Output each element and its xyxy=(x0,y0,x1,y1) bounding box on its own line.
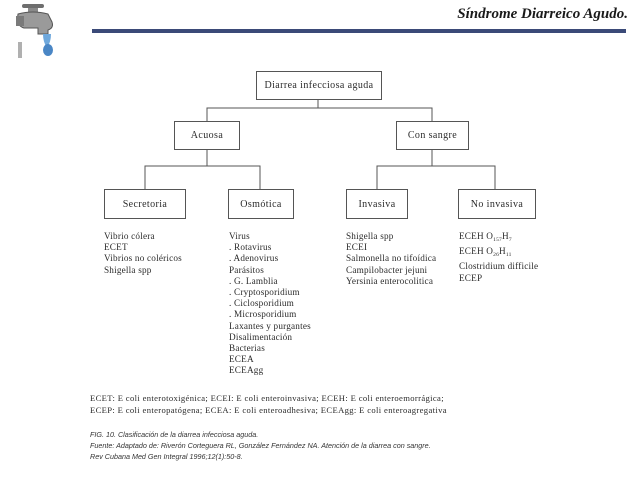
dripping-faucet-icon xyxy=(8,2,68,60)
invasiva-node: Invasiva xyxy=(346,189,408,219)
subscript: 11 xyxy=(505,252,512,259)
invasiva-list: Shigella spp ECEI Salmonella no tifoídic… xyxy=(346,231,436,287)
list-item: Vibrio cólera xyxy=(104,231,155,241)
no-invasiva-list: ECEH O157H7 ECEH O26H11 Clostridium diff… xyxy=(459,231,538,284)
list-item: Bacterias xyxy=(229,343,265,354)
figure-source: Fuente: Adaptado de: Riverón Corteguera … xyxy=(90,441,431,450)
subscript: 26 xyxy=(493,252,500,259)
list-item: . Microsporidium xyxy=(229,309,297,320)
acuosa-node: Acuosa xyxy=(174,121,240,150)
slide-title: Síndrome Diarreico Agudo. xyxy=(457,6,628,22)
list-item: Laxantes y purgantes xyxy=(229,320,311,331)
con-sangre-node: Con sangre xyxy=(396,121,469,150)
list-item-text: ECEH O xyxy=(459,231,494,241)
list-item: . Cryptosporidium xyxy=(229,287,300,298)
list-item: Shigella spp xyxy=(104,264,152,275)
abbreviations-line-2: ECEP: E coli enteropatógena; ECEA: E col… xyxy=(90,405,447,415)
list-item: ECEP xyxy=(459,272,483,283)
subscript: 7 xyxy=(508,237,512,243)
list-item: Parásitos xyxy=(229,264,264,275)
osmotica-node: Osmótica xyxy=(228,189,294,219)
abbreviations-line-1: ECET: E coli enterotoxigénica; ECEI: E c… xyxy=(90,393,444,403)
list-item: . Rotavirus xyxy=(229,242,272,253)
secretoria-list: Vibrio cólera ECET Vibrios no coléricos … xyxy=(104,231,182,276)
list-item: Campilobacter jejuni xyxy=(346,264,428,275)
list-item-text: H xyxy=(499,246,506,257)
list-item: Shigella spp xyxy=(346,231,394,241)
subscript: 157 xyxy=(493,237,502,243)
figure-reference: Rev Cubana Med Gen Integral 1996;12(1):5… xyxy=(90,452,243,461)
list-item: ECEH O157H7 xyxy=(459,231,538,246)
list-item: Clostridium difficile xyxy=(459,261,539,272)
secretoria-node: Secretoria xyxy=(104,189,186,219)
no-invasiva-node: No invasiva xyxy=(458,189,536,219)
list-item: ECET xyxy=(104,242,128,253)
root-node: Diarrea infecciosa aguda xyxy=(256,71,382,100)
figure-caption: FIG. 10. Clasificación de la diarrea inf… xyxy=(90,430,259,439)
list-item: ECEI xyxy=(346,242,368,253)
list-item: ECEAgg xyxy=(229,365,264,376)
list-item: Salmonella no tifoídica xyxy=(346,253,437,264)
title-rule xyxy=(92,29,626,33)
list-item: Virus xyxy=(229,231,250,241)
list-item: . Adenovirus xyxy=(229,253,279,264)
osmotica-list: Virus . Rotavirus . Adenovirus Parásitos… xyxy=(229,231,311,377)
list-item: ECEH O26H11 xyxy=(459,246,538,261)
list-item: Vibrios no coléricos xyxy=(104,253,182,264)
list-item-text: H xyxy=(501,231,509,241)
list-item: ECEA xyxy=(229,354,254,365)
list-item-text: ECEH O xyxy=(459,246,494,257)
list-item: . Ciclosporidium xyxy=(229,298,294,309)
list-item: . G. Lamblia xyxy=(229,275,278,286)
list-item: Disalimentación xyxy=(229,331,293,342)
list-item: Yersinia enterocolitica xyxy=(346,275,434,286)
